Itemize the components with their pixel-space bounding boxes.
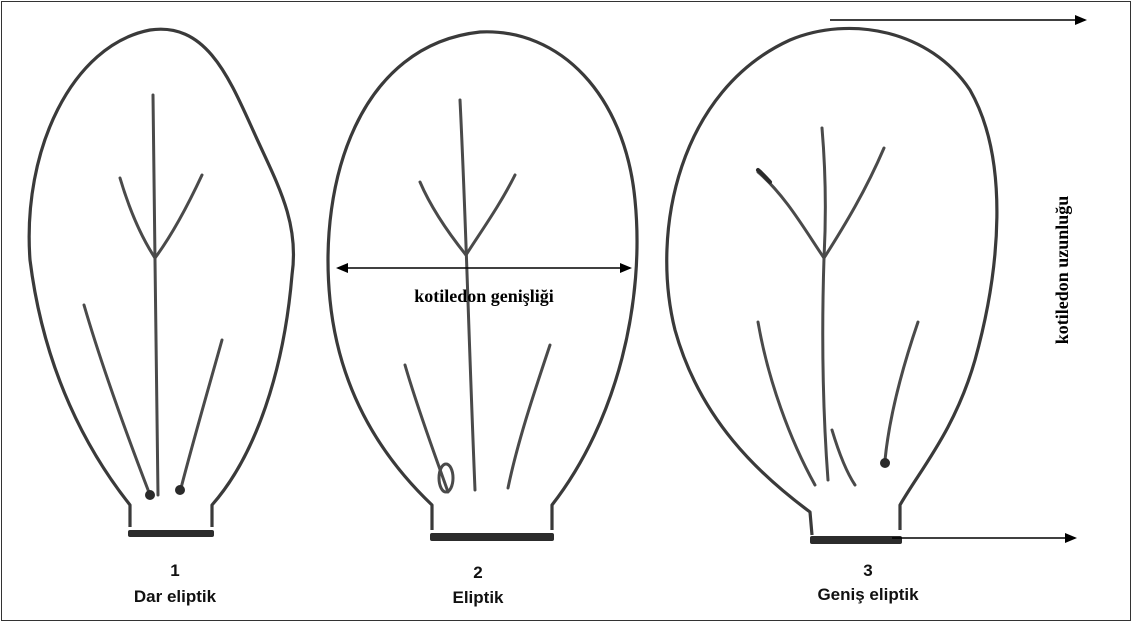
leaf-1-outline — [29, 29, 293, 527]
leaf-1-base — [128, 530, 214, 537]
leaf-1-name: Dar eliptik — [134, 587, 217, 606]
leaf-2-outline — [328, 32, 637, 530]
leaf-3-broad-elliptic — [667, 28, 997, 544]
leaf-3-name: Geniş eliptik — [817, 585, 919, 604]
leaf-2-base — [430, 533, 554, 541]
leaf-3-number: 3 — [863, 561, 872, 580]
leaf-2-number: 2 — [473, 563, 482, 582]
length-label: kotiledon uzunluğu — [1052, 196, 1072, 345]
leaf-1-number: 1 — [170, 561, 179, 580]
leaf-3-outline — [667, 28, 997, 535]
leaf-2-name: Eliptik — [452, 588, 504, 607]
leaf-3-base — [810, 536, 902, 544]
width-label: kotiledon genişliği — [414, 286, 554, 306]
leaf-1-narrow-elliptic — [29, 29, 293, 537]
